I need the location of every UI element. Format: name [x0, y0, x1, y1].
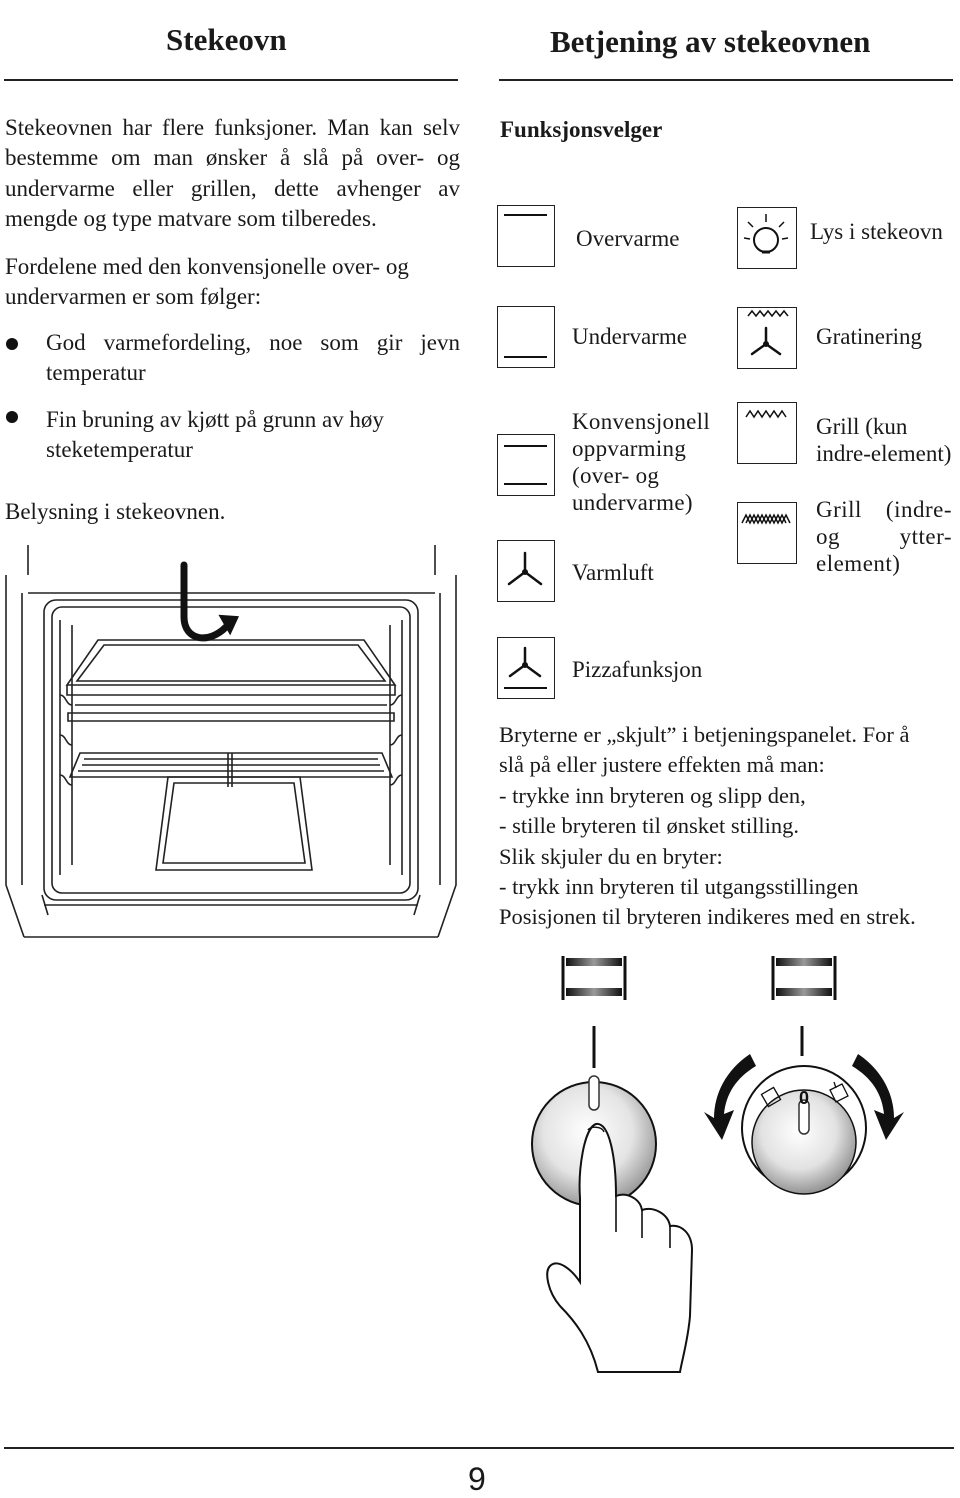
pizza-function-icon [497, 637, 555, 699]
instructions-block: Bryterne er „skjult” i betjeningspanelet… [499, 720, 916, 933]
oven-illustration [5, 545, 457, 938]
grill-inner-icon [737, 402, 797, 464]
konvensjonell-icon [497, 434, 555, 496]
grill-both-icon [737, 502, 797, 564]
gratinering-icon [737, 307, 797, 369]
function-label-overvarme: Overvarme [576, 226, 680, 251]
bullet-dot [6, 338, 18, 350]
instruction-line: Bryterne er „skjult” i betjeningspanelet… [499, 722, 910, 747]
function-label-grill-inner: Grill (kun indre-element) [816, 414, 952, 466]
right-header-rule [499, 79, 953, 81]
bullet-item: Fin bruning av kjøtt på grunn av høy ste… [46, 407, 384, 463]
function-label-pizza: Pizzafunksjon [572, 657, 703, 682]
bullet-dot [6, 411, 18, 423]
function-label-undervarme: Undervarme [572, 324, 687, 349]
lighting-caption: Belysning i stekeovnen. [5, 499, 226, 524]
instruction-line: - trykke inn bryteren og slipp den, [499, 782, 806, 808]
knob-press-illustration [531, 1026, 694, 1373]
function-label-varmluft: Varmluft [572, 560, 654, 585]
instruction-line: slå på eller justere effekten må man: [499, 752, 825, 778]
section-title: Funksjonsvelger [500, 117, 663, 142]
varmluft-fan-icon [497, 540, 555, 602]
function-label-gratinering: Gratinering [816, 324, 923, 349]
function-label-grill-both: Grill (indre- og ytter-element) [816, 497, 952, 576]
light-bulb-icon [737, 207, 797, 269]
right-header-title: Betjening av stekeovnen [550, 24, 871, 59]
footer-rule [4, 1447, 954, 1449]
undervarme-icon [497, 306, 555, 368]
knob-zero-label: 0 [799, 1088, 809, 1108]
knob-active-position-indicator [771, 956, 837, 1000]
knob-rotate-illustration: 0 [704, 1026, 904, 1195]
page-number: 9 [468, 1461, 486, 1497]
instruction-line: - stille bryteren til ønsket stilling. [499, 813, 799, 839]
left-header-title: Stekeovn [166, 22, 287, 57]
instruction-line: Slik skjuler du en bryter: [499, 843, 723, 869]
overvarme-icon [497, 205, 555, 267]
instruction-line: Posisjonen til bryteren indikeres med en… [499, 904, 916, 930]
knob-hidden-position-indicator [561, 956, 627, 1000]
left-header-rule [4, 79, 458, 81]
function-label-lys: Lys i stekeovn [810, 219, 943, 244]
function-label-konvensjonell: Konvensjonell oppvarming (over- og under… [572, 409, 711, 515]
bullet-item: God varmefordeling, noe som gir jevn tem… [46, 330, 460, 386]
instruction-line: - trykk inn bryteren til utgangsstilling… [499, 874, 859, 900]
intro-paragraph: Stekeovnen har flere funksjoner. Man kan… [5, 115, 460, 231]
advantages-paragraph: Fordelene med den konvensjonelle over- o… [5, 254, 409, 310]
